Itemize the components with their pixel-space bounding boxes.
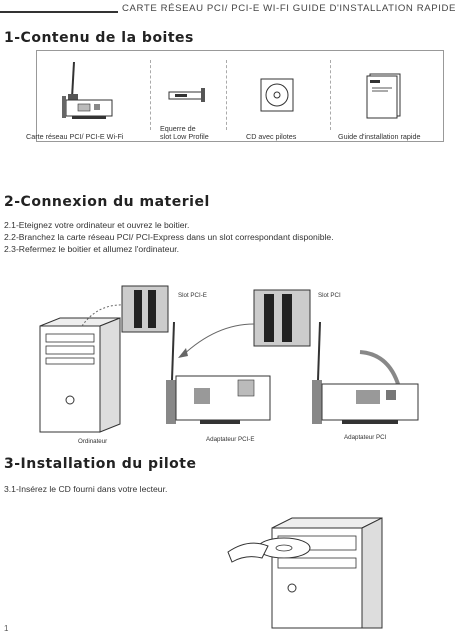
cd-insert-illustration — [227, 517, 383, 629]
pci-slot-photo — [253, 289, 311, 347]
page-number: 1 — [4, 624, 9, 633]
item-label-bracket-line2: slot Low Profile — [160, 132, 209, 141]
step-2-1: 2.1-Eteignez votre ordinateur et ouvrez … — [4, 220, 190, 230]
section-3-heading: 3-Installation du pilote — [4, 456, 197, 472]
step-3-1: 3.1-Insérez le CD fourni dans votre lect… — [4, 484, 168, 494]
caption-adapter-pci: Adaptateur PCI — [344, 434, 387, 441]
network-card-icon — [62, 61, 113, 119]
pcie-adapter-icon — [166, 321, 271, 424]
header-rule — [0, 11, 118, 13]
divider — [226, 60, 227, 130]
step-2-3: 2.3-Refermez le boitier et allumez l'ord… — [4, 244, 180, 254]
pcie-slot-photo — [121, 285, 169, 333]
package-contents-box — [36, 50, 444, 142]
caption-adapter-pcie: Adaptateur PCI-E — [206, 436, 255, 443]
pci-adapter-icon — [312, 321, 419, 424]
caption-slot-pci: Slot PCI — [318, 292, 341, 299]
caption-computer: Ordinateur — [78, 438, 108, 445]
section-2-heading: 2-Connexion du materiel — [4, 194, 210, 210]
divider — [150, 60, 151, 130]
cd-icon — [260, 78, 294, 112]
item-label-guide: Guide d'installation rapide — [338, 132, 421, 141]
step-2-2: 2.2-Branchez la carte réseau PCI/ PCI-Ex… — [4, 232, 334, 242]
divider — [330, 60, 331, 130]
item-label-card: Carte réseau PCI/ PCI-E Wi-Fi — [26, 132, 124, 141]
curved-arrow-icon — [359, 350, 400, 385]
bracket-icon — [168, 88, 205, 102]
item-label-cd: CD avec pilotes — [246, 132, 297, 141]
computer-tower-icon — [39, 317, 121, 433]
curved-arrow-icon — [178, 323, 255, 358]
section-1-heading: 1-Contenu de la boites — [4, 30, 194, 46]
item-label-bracket-line1: Equerre de — [160, 124, 196, 133]
caption-slot-pcie: Slot PCI-E — [178, 292, 207, 299]
page-header: CARTE RÉSEAU PCI/ PCI-E WI-FI GUIDE D'IN… — [0, 0, 468, 24]
booklet-icon — [366, 73, 401, 119]
document-title: CARTE RÉSEAU PCI/ PCI-E WI-FI GUIDE D'IN… — [122, 3, 457, 14]
